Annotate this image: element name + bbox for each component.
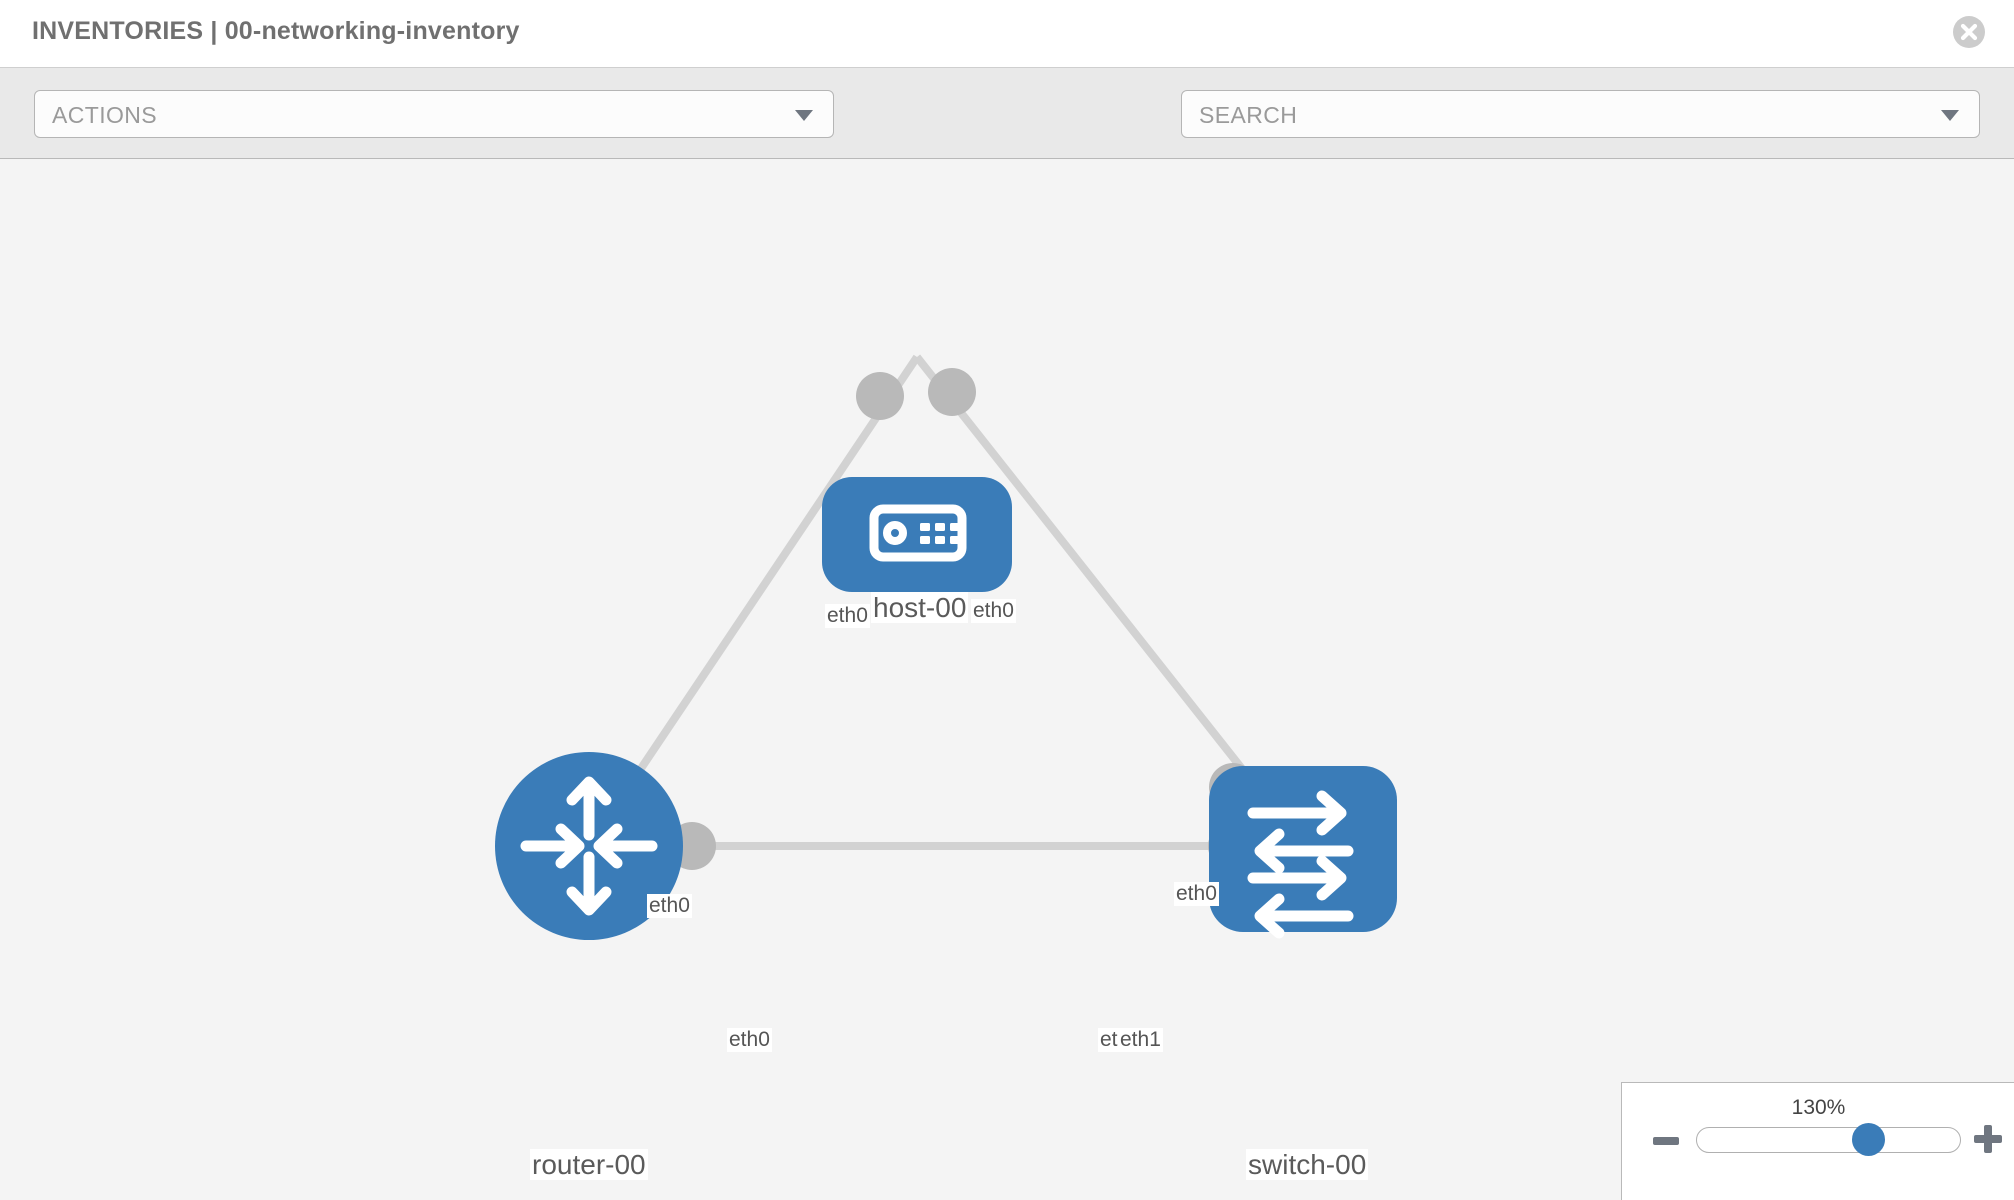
toolbar: ACTIONS SEARCH [0, 68, 2014, 200]
chevron-down-icon [795, 110, 813, 121]
switch-arrows-icon [1247, 790, 1354, 939]
node-label-switch-00[interactable]: switch-00 [1246, 1149, 1369, 1181]
router-arrows-icon [520, 776, 658, 916]
close-icon[interactable] [1952, 15, 1986, 49]
zoom-slider[interactable] [1696, 1127, 1961, 1153]
node-switch-00 [1209, 766, 1397, 939]
node-label-host-00[interactable]: host-00 [871, 592, 969, 624]
iface-label[interactable]: eth0 [971, 599, 1016, 624]
search-placeholder: SEARCH [1199, 102, 1298, 128]
node-label-router-00[interactable]: router-00 [530, 1149, 648, 1181]
plus-icon[interactable] [1974, 1125, 2002, 1153]
chevron-down-icon[interactable] [1941, 110, 1959, 121]
search-input[interactable]: SEARCH [1181, 90, 1980, 138]
zoom-control-panel: 130% [1621, 1082, 2014, 1200]
connector-dot [928, 368, 976, 416]
connector-dot [856, 372, 904, 420]
minus-icon[interactable] [1653, 1137, 1679, 1145]
iface-label[interactable]: eth0 [727, 1028, 772, 1053]
page-header: INVENTORIES | 00-networking-inventory [0, 0, 2014, 68]
topology-graph [495, 354, 1397, 940]
topology-canvas[interactable]: host-00 router-00 switch-00 eth0 eth0 et… [0, 159, 2014, 1200]
iface-label[interactable]: eth0 [1174, 882, 1219, 907]
actions-dropdown-label: ACTIONS [52, 102, 158, 128]
node-host-00 [822, 477, 1012, 592]
node-router-00 [495, 752, 683, 940]
zoom-level-value: 130% [1791, 1096, 1846, 1119]
actions-dropdown[interactable]: ACTIONS [34, 90, 834, 138]
server-icon [869, 504, 967, 562]
iface-label[interactable]: eth0 [825, 604, 870, 629]
page-title: INVENTORIES | 00-networking-inventory [32, 17, 520, 45]
zoom-slider-thumb[interactable] [1852, 1123, 1885, 1156]
iface-label[interactable]: eth0 [647, 894, 692, 919]
edge-host-router [585, 354, 921, 849]
iface-label[interactable]: eth1 [1118, 1028, 1163, 1053]
